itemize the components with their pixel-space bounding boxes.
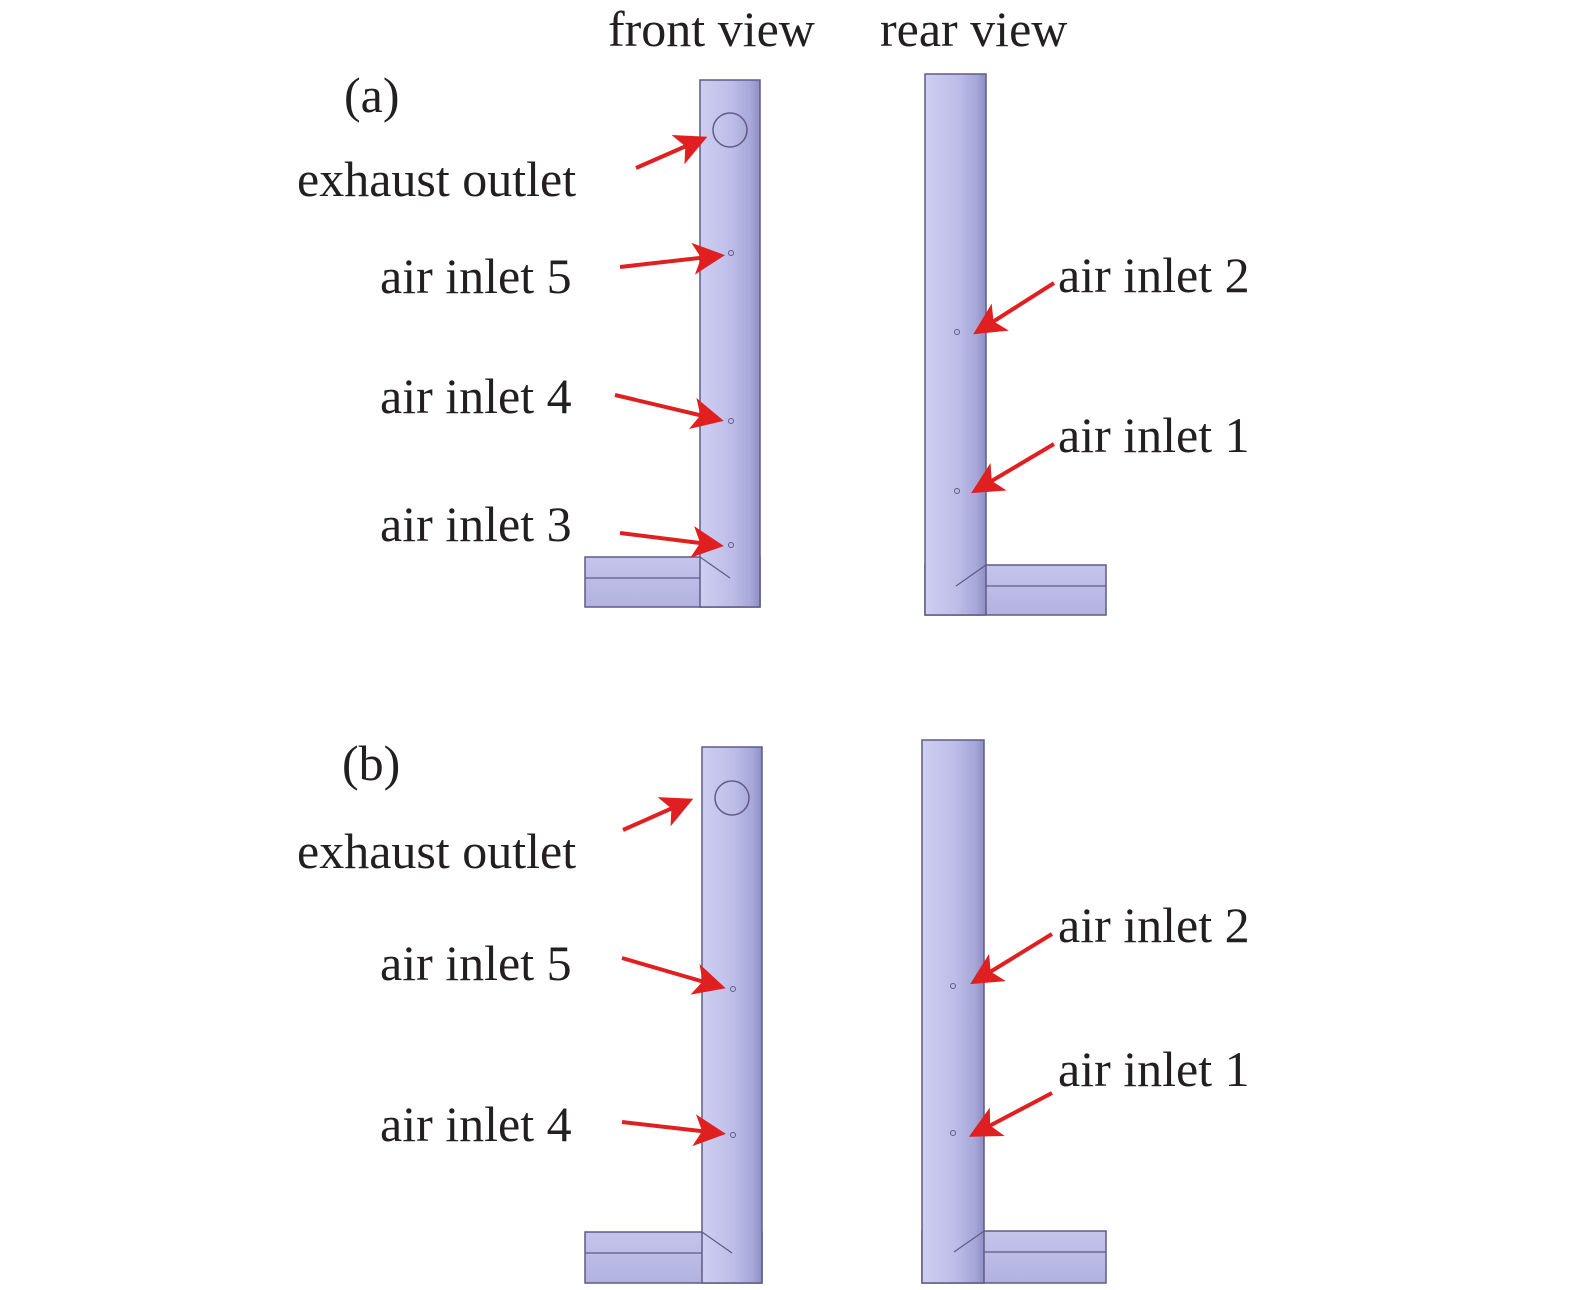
panel-b-tag: (b) (342, 735, 400, 791)
header-front-view: front view (608, 1, 815, 57)
arrow-exhaust-outlet (622, 797, 694, 832)
air-inlet-5-hole (728, 250, 734, 256)
panel-b-rear-model (921, 739, 1107, 1284)
label-exhaust-outlet: exhaust outlet (297, 823, 576, 879)
label-air-inlet-1: air inlet 1 (1058, 1041, 1250, 1097)
arrow-air-inlet-3 (619, 526, 724, 558)
label-air-inlet-2: air inlet 2 (1058, 247, 1250, 303)
label-exhaust-outlet: exhaust outlet (297, 151, 576, 207)
panel-b-front-model (584, 746, 763, 1284)
label-air-inlet-4: air inlet 4 (380, 1096, 572, 1152)
header-rear-view: rear view (880, 1, 1067, 57)
label-air-inlet-3: air inlet 3 (380, 496, 572, 552)
rear-vertical-pipe (921, 739, 985, 1284)
air-inlet-4-hole (730, 1132, 736, 1138)
label-air-inlet-5: air inlet 5 (380, 248, 572, 304)
air-inlet-4-hole (728, 418, 734, 424)
panel-a-front-model (584, 79, 761, 608)
rear-vertical-pipe (924, 73, 987, 616)
front-vertical-pipe (701, 746, 763, 1284)
label-air-inlet-2: air inlet 2 (1058, 897, 1250, 953)
exhaust-outlet-hole (714, 780, 750, 816)
panel-b: (b) exhaust outlet air inlet 5 air inlet… (297, 735, 1250, 1284)
air-inlet-1-hole (950, 1130, 956, 1136)
arrow-air-inlet-2 (973, 281, 1056, 335)
panel-a: (a) exhaust outlet air inlet 5 air inlet… (297, 67, 1250, 616)
air-inlet-1-hole (954, 488, 960, 494)
air-inlet-2-hole (950, 983, 956, 989)
arrow-air-inlet-5 (621, 956, 726, 995)
arrow-air-inlet-4 (614, 393, 724, 430)
label-air-inlet-4: air inlet 4 (380, 368, 572, 424)
arrow-air-inlet-2 (970, 932, 1054, 985)
air-inlet-2-hole (954, 329, 960, 335)
panel-a-tag: (a) (344, 67, 400, 123)
label-air-inlet-1: air inlet 1 (1058, 407, 1250, 463)
arrow-air-inlet-1 (968, 1091, 1053, 1137)
arrow-exhaust-outlet (635, 134, 708, 170)
air-inlet-5-hole (730, 986, 736, 992)
arrow-air-inlet-5 (619, 242, 725, 275)
panel-a-rear-model (924, 73, 1107, 616)
front-vertical-pipe (699, 79, 761, 608)
exhaust-outlet-hole (712, 112, 748, 148)
label-air-inlet-5: air inlet 5 (380, 935, 572, 991)
air-inlet-3-hole (728, 542, 734, 548)
arrow-air-inlet-1 (971, 442, 1056, 494)
arrow-air-inlet-4 (621, 1114, 726, 1147)
